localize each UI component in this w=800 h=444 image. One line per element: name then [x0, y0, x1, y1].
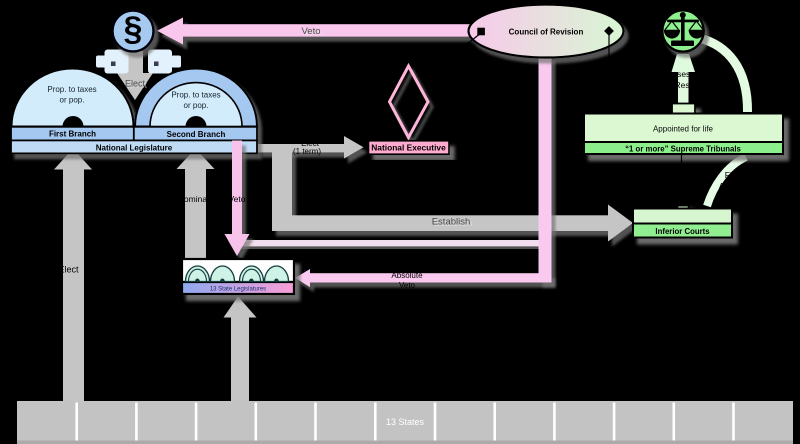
svg-text:Nominate: Nominate [178, 194, 215, 204]
svg-text:Absolute: Absolute [391, 271, 423, 280]
svg-text:Prop. to taxes: Prop. to taxes [171, 91, 220, 100]
svg-text:National Executive: National Executive [371, 143, 446, 153]
svg-text:Elect: Elect [58, 265, 79, 275]
svg-text:Resort: Resort [674, 80, 700, 90]
svg-text:Elect: Elect [125, 79, 146, 89]
svg-text:Elect: Elect [301, 139, 320, 148]
svg-text:Appointed for life: Appointed for life [653, 124, 714, 133]
svg-text:Veto: Veto [303, 27, 322, 38]
svg-text:“1 or more” Supreme Tribunals: “1 or more” Supreme Tribunals [625, 144, 741, 153]
svg-text:Establish: Establish [434, 218, 473, 229]
svg-text:or pop.: or pop. [184, 101, 209, 110]
svg-text:First Branch: First Branch [49, 130, 96, 139]
svg-text:First: First [725, 170, 742, 180]
svg-text:Elect: Elect [127, 80, 148, 90]
svg-text:Prop. to taxes: Prop. to taxes [47, 85, 96, 94]
svg-text:Appeal: Appeal [719, 181, 746, 191]
svg-text:Establish: Establish [432, 217, 471, 228]
svg-text:Second Branch: Second Branch [167, 130, 226, 139]
svg-text:Council of Revision: Council of Revision [509, 27, 584, 36]
svg-text:13 States: 13 States [386, 417, 425, 427]
svg-text:§: § [124, 10, 143, 48]
svg-text:Veto: Veto [399, 281, 416, 290]
svg-text:National Legislature: National Legislature [96, 144, 173, 153]
svg-text:Veto: Veto [301, 26, 320, 37]
svg-text:Veto: Veto [228, 194, 245, 204]
svg-text:Inferior Courts: Inferior Courts [655, 227, 710, 236]
svg-text:13 State Legislatures: 13 State Legislatures [210, 287, 266, 293]
svg-text:Cases of: Cases of [666, 69, 700, 79]
svg-text:(1 term): (1 term) [293, 147, 321, 156]
svg-text:or pop.: or pop. [60, 96, 85, 105]
